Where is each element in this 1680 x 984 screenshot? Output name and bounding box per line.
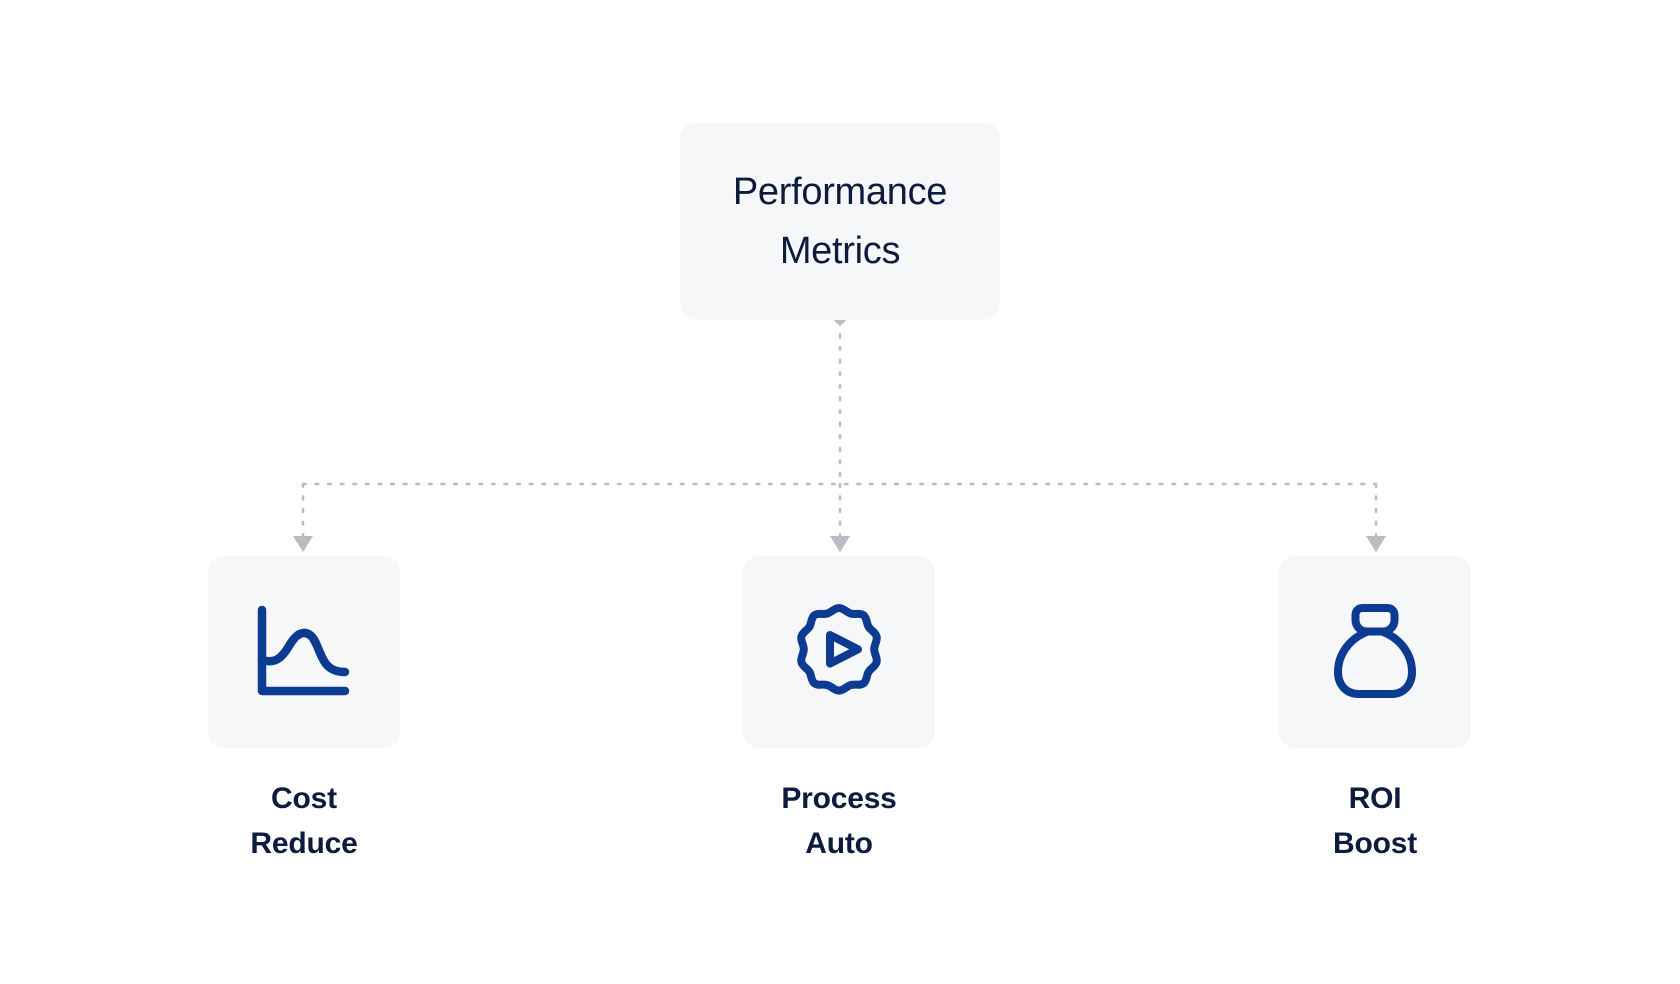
leaf-card-cost-reduce[interactable] xyxy=(208,556,400,748)
gear-play-icon xyxy=(789,602,889,702)
leaf-label-cost-reduce: Cost Reduce xyxy=(250,782,358,860)
money-bag-icon xyxy=(1332,602,1418,702)
declining-chart-icon xyxy=(253,604,355,700)
leaf-card-roi-boost[interactable] xyxy=(1279,556,1471,748)
leaf-label-roi-boost: ROI Boost xyxy=(1333,782,1417,860)
root-node-label: Performance Metrics xyxy=(732,170,948,272)
root-node-performance-metrics[interactable]: Performance Metrics xyxy=(680,123,1000,320)
leaf-label-process-auto: Process Auto xyxy=(781,782,897,860)
leaf-card-process-auto[interactable] xyxy=(743,556,935,748)
arrowhead-process-auto xyxy=(830,536,850,552)
leaf-node-roi-boost[interactable]: ROI Boost xyxy=(1279,556,1471,866)
arrowhead-roi-boost xyxy=(1366,536,1386,552)
leaf-node-process-auto[interactable]: Process Auto xyxy=(743,556,935,866)
arrowhead-cost-reduce xyxy=(293,536,313,552)
leaf-node-cost-reduce[interactable]: Cost Reduce xyxy=(208,556,400,866)
